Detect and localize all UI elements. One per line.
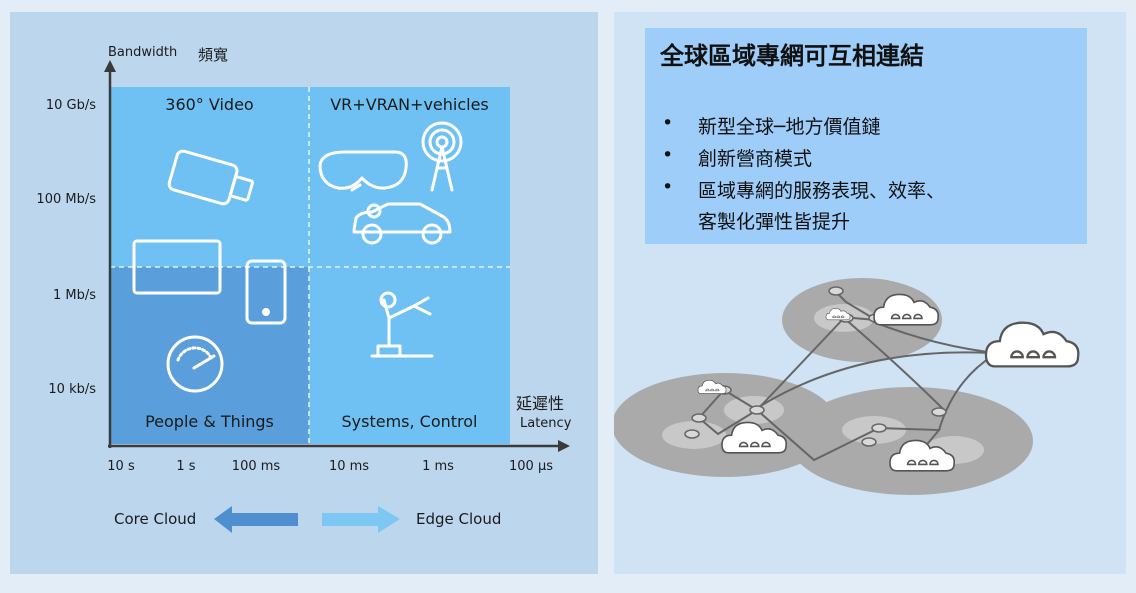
x-tick: 10 s — [107, 459, 135, 474]
bullet-continuation: 客製化彈性皆提升 — [698, 211, 851, 233]
edge-cloud-label: Edge Cloud — [416, 510, 502, 528]
camera-icon — [167, 149, 254, 206]
y-tick: 10 Gb/s — [45, 98, 96, 113]
antenna-tower-icon — [421, 121, 463, 192]
x-tick: 100 ms — [231, 459, 281, 474]
cloud-icon — [984, 321, 1080, 368]
quadrant-label-vr-vran-vehicles: VR+VRAN+vehicles — [330, 95, 489, 114]
x-tick: 100 µs — [509, 459, 553, 474]
latency-bandwidth-chart — [104, 60, 570, 533]
bullet-text: 區域專網的服務表現、效率、 — [698, 180, 946, 202]
core-cloud-label: Core Cloud — [114, 510, 197, 528]
y-axis-label-en: Bandwidth — [108, 45, 178, 60]
quadrant-top-right — [309, 87, 510, 267]
network-map-icon — [614, 278, 1080, 495]
smartphone-icon — [245, 259, 287, 325]
monitor-icon — [132, 239, 222, 295]
quadrant-label-people-things: People & Things — [145, 412, 274, 431]
headline-title: 全球區域專網可互相連結 — [660, 42, 924, 70]
bullet-item: •創新營商模式 — [662, 144, 813, 170]
bullet-text: 新型全球─地方價值鏈 — [698, 116, 881, 138]
edge-cloud-arrow — [322, 506, 400, 533]
core-cloud-arrow — [214, 506, 298, 533]
y-axis-label-zh: 頻寬 — [198, 46, 229, 64]
quadrant-label-360-video: 360° Video — [165, 95, 254, 114]
x-tick: 1 ms — [422, 459, 454, 474]
x-axis-label-zh: 延遲性 — [516, 394, 565, 413]
quadrant-label-systems-control: Systems, Control — [341, 412, 478, 431]
headline-box — [645, 28, 1087, 244]
y-tick: 1 Mb/s — [52, 288, 96, 303]
x-tick: 1 s — [176, 459, 196, 474]
car-icon — [352, 202, 452, 245]
bullet-item: •新型全球─地方價值鏈 — [662, 112, 881, 138]
bullet-text: 創新營商模式 — [698, 148, 813, 170]
quadrant-top-left — [110, 87, 309, 267]
x-axis-label-en: Latency — [520, 416, 572, 431]
vr-headset-icon — [318, 150, 408, 192]
x-tick: 10 ms — [328, 459, 370, 474]
gauge-icon — [166, 335, 224, 393]
robot-arm-icon — [370, 291, 434, 358]
bullet-item: •區域專網的服務表現、效率、 — [662, 176, 946, 202]
y-tick: 100 Mb/s — [36, 192, 96, 207]
y-tick: 10 kb/s — [48, 382, 96, 397]
